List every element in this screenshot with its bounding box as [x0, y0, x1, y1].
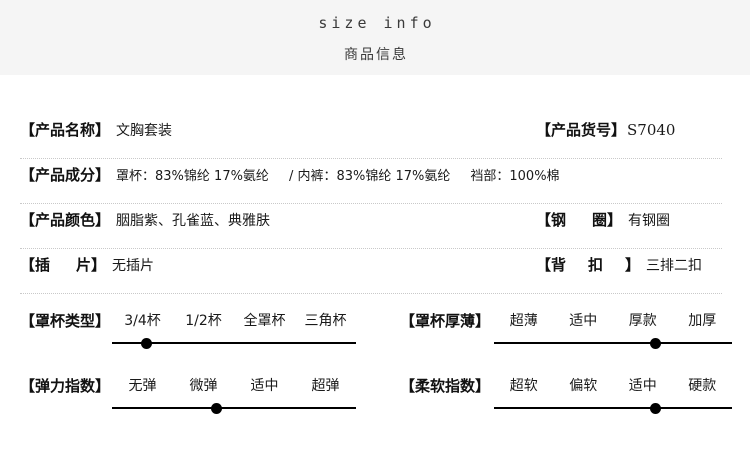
composition-value-cup: 罩杯：83%锦纶 17%氨纶	[116, 169, 269, 184]
elasticity-option-2[interactable]: 适中	[250, 378, 279, 394]
composition-cell: 【产品成分】罩杯：83%锦纶 17%氨纶 / 内裤：83%锦纶 17%氨纶 裆部：1…	[20, 164, 560, 185]
product-color-value: 胭脂紫、孔雀蓝、典雅肤	[116, 213, 271, 229]
softness-option-3[interactable]: 硬款	[688, 378, 717, 394]
elasticity-slider-track[interactable]	[112, 401, 356, 415]
composition-value-gusset: 裆部：100%棉	[470, 169, 560, 184]
info-row-color: 【产品颜色】胭脂紫、孔雀蓝、典雅肤 【钢 圈】有钢圈	[20, 203, 722, 249]
softness-label: 【柔软指数】	[400, 377, 491, 395]
cup-type-slider-track[interactable]	[112, 336, 356, 350]
product-name-cell: 【产品名称】文胸套装	[20, 119, 172, 140]
product-color-cell: 【产品颜色】胭脂紫、孔雀蓝、典雅肤	[20, 209, 270, 230]
cup-thickness-option-1[interactable]: 适中	[569, 313, 598, 329]
product-code-cell: 【产品货号】S7040	[536, 119, 675, 140]
composition-value-brief: / 内裤：83%锦纶 17%氨纶	[288, 169, 451, 184]
cup-thickness-label: 【罩杯厚薄】	[400, 312, 491, 330]
cup-thickness-slider-line	[494, 342, 732, 344]
cup-type-option-0[interactable]: 3/4杯	[124, 313, 161, 329]
slider-row-elasticity: 【弹力指数】 无弹 微弹 适中 超弹	[20, 371, 380, 429]
header-title-en: size info	[318, 14, 436, 32]
cup-type-options: 3/4杯 1/2杯 全罩杯 三角杯	[112, 310, 356, 330]
cup-thickness-slider-track[interactable]	[494, 336, 732, 350]
elasticity-options: 无弹 微弹 适中 超弹	[112, 375, 356, 395]
softness-options: 超软 偏软 适中 硬款	[494, 375, 732, 395]
softness-slider-line	[494, 407, 732, 409]
slider-row-cup-thickness: 【罩杯厚薄】 超薄 适中 厚款 加厚	[400, 306, 740, 364]
header-title-cn: 商品信息	[344, 47, 408, 63]
back-closure-label-part-b: 扣	[588, 256, 604, 274]
pad-value: 无插片	[112, 258, 155, 274]
pad-label-part-a: 【插	[20, 256, 51, 274]
pad-cell: 【插 片】无插片	[20, 254, 154, 275]
back-closure-label-part-c: 】	[625, 256, 641, 274]
cup-type-option-1[interactable]: 1/2杯	[185, 313, 222, 329]
back-closure-value: 三排二扣	[646, 258, 703, 274]
back-closure-cell: 【背 扣 】三排二扣	[536, 254, 702, 275]
cup-thickness-slider-knob[interactable]	[650, 338, 662, 349]
product-name-label: 【产品名称】	[20, 121, 111, 139]
cup-type-option-3[interactable]: 三角杯	[304, 313, 347, 329]
page-header: size info 商品信息	[0, 0, 750, 75]
product-code-value: S7040	[627, 121, 676, 139]
elasticity-option-0[interactable]: 无弹	[128, 378, 157, 394]
underwire-value: 有钢圈	[628, 213, 671, 229]
softness-option-1[interactable]: 偏软	[569, 378, 598, 394]
softness-slider-track[interactable]	[494, 401, 732, 415]
info-row-pad: 【插 片】无插片 【背 扣 】三排二扣	[20, 248, 722, 294]
product-name-value: 文胸套装	[116, 123, 173, 139]
softness-slider-knob[interactable]	[650, 403, 662, 414]
elasticity-slider-line	[112, 407, 356, 409]
underwire-label-part-b: 圈】	[592, 211, 623, 229]
cup-type-slider-knob[interactable]	[140, 338, 152, 349]
underwire-cell: 【钢 圈】有钢圈	[536, 209, 670, 230]
slider-row-cup-type: 【罩杯类型】 3/4杯 1/2杯 全罩杯 三角杯	[20, 306, 380, 364]
cup-thickness-options: 超薄 适中 厚款 加厚	[494, 310, 732, 330]
slider-row-softness: 【柔软指数】 超软 偏软 适中 硬款	[400, 371, 740, 429]
back-closure-label-part-a: 【背	[536, 256, 567, 274]
softness-option-2[interactable]: 适中	[628, 378, 657, 394]
cup-type-slider-line	[112, 342, 356, 344]
info-row-product-name: 【产品名称】文胸套装 【产品货号】S7040	[20, 113, 722, 159]
pad-label-part-b: 片】	[76, 256, 107, 274]
softness-option-0[interactable]: 超软	[509, 378, 538, 394]
cup-type-option-2[interactable]: 全罩杯	[243, 313, 286, 329]
cup-thickness-option-0[interactable]: 超薄	[509, 313, 538, 329]
product-code-label: 【产品货号】	[536, 121, 627, 139]
cup-type-label: 【罩杯类型】	[20, 312, 111, 330]
cup-thickness-option-3[interactable]: 加厚	[688, 313, 717, 329]
cup-thickness-option-2[interactable]: 厚款	[628, 313, 657, 329]
composition-label: 【产品成分】	[20, 166, 111, 184]
product-color-label: 【产品颜色】	[20, 211, 111, 229]
elasticity-label: 【弹力指数】	[20, 377, 111, 395]
underwire-label-part-a: 【钢	[536, 211, 567, 229]
info-row-composition: 【产品成分】罩杯：83%锦纶 17%氨纶 / 内裤：83%锦纶 17%氨纶 裆部：1…	[20, 158, 722, 204]
elasticity-option-3[interactable]: 超弹	[311, 378, 340, 394]
elasticity-slider-knob[interactable]	[211, 403, 223, 414]
elasticity-option-1[interactable]: 微弹	[189, 378, 218, 394]
